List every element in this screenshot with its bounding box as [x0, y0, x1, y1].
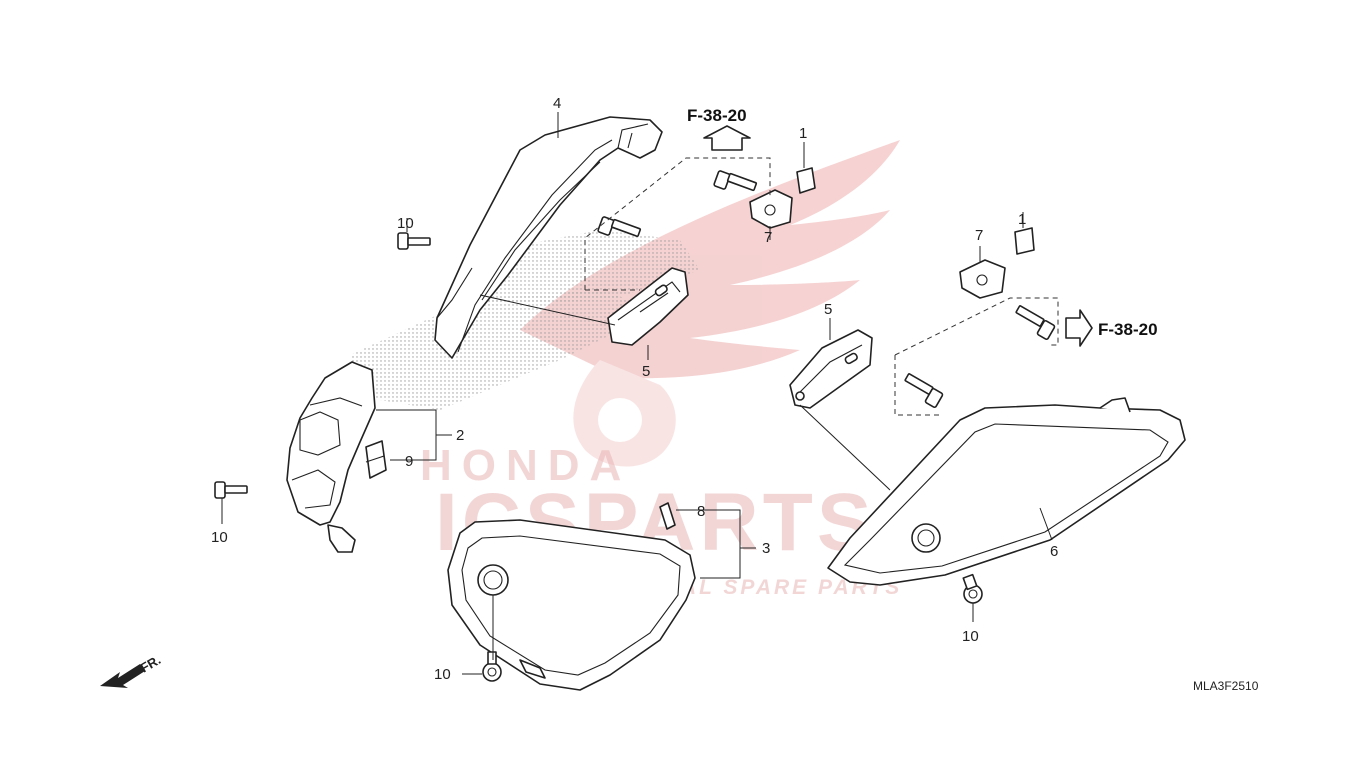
callouts: 4 1 10 7 5 2 9 10 7 1 5 8 3 6 10 10 [211, 95, 1058, 683]
bolt-10-left [214, 481, 248, 499]
callout-4: 4 [553, 95, 561, 112]
part-6-side-cover [827, 397, 1186, 586]
assembly-lines [584, 157, 1059, 416]
callout-10: 10 [397, 215, 414, 232]
part-5-bracket-left [607, 267, 689, 346]
callout-7: 7 [975, 227, 983, 244]
part-3-side-cover [447, 519, 696, 691]
bolt-top-a [713, 170, 758, 192]
callout-1: 1 [1018, 211, 1026, 228]
callout-2: 2 [456, 427, 464, 444]
ref-arrow-up [703, 125, 751, 151]
callout-1: 1 [799, 125, 807, 142]
callout-10: 10 [962, 628, 979, 645]
bolt-10-upper [397, 232, 431, 250]
callout-9: 9 [405, 453, 413, 470]
part-5-bracket-right [789, 329, 873, 409]
bolt-10-bottom [482, 651, 502, 682]
part-2-front-cover [286, 361, 376, 553]
bolt-right-b [904, 373, 944, 408]
reference-right: F-38-20 [1098, 320, 1158, 339]
bolt-top-b [597, 216, 642, 238]
bolt-right-a [1015, 305, 1056, 340]
callout-3: 3 [762, 540, 770, 557]
diagram-code: MLA3F2510 [1193, 679, 1259, 693]
part-7-clip-top [749, 189, 793, 229]
part-8-grommet [659, 502, 676, 530]
watermark-honda: HONDA [420, 441, 631, 490]
bolt-10-right [962, 573, 983, 604]
ref-arrow-right [1065, 309, 1093, 347]
callout-5: 5 [642, 363, 650, 380]
callout-6: 6 [1050, 543, 1058, 560]
leader-lines [221, 112, 1053, 675]
callout-7: 7 [764, 229, 772, 246]
front-arrow-icon [100, 664, 145, 688]
callout-10: 10 [211, 529, 228, 546]
part-4-upper-cover [434, 116, 663, 359]
part-7-clip-right [959, 259, 1006, 299]
callout-10: 10 [434, 666, 451, 683]
part-9-grommet [365, 440, 387, 479]
part-1-cushion-right [1014, 227, 1035, 255]
callout-5: 5 [824, 301, 832, 318]
reference-top: F-38-20 [687, 106, 747, 125]
part-1-cushion-top [796, 167, 816, 194]
callout-8: 8 [697, 503, 705, 520]
